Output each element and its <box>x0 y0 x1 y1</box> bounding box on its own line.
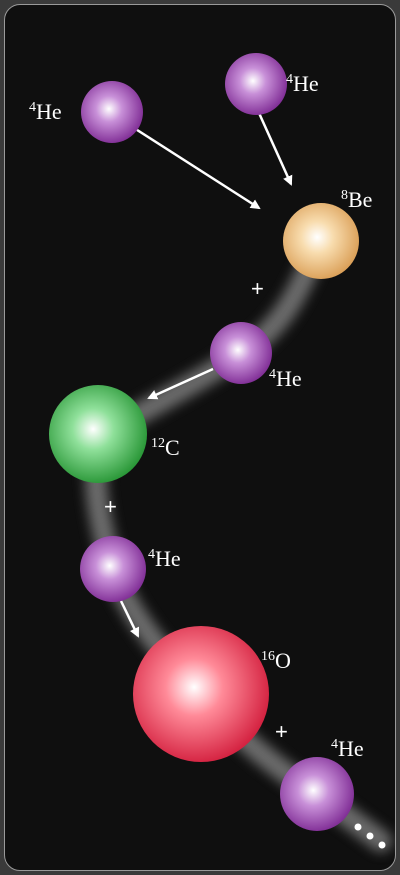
continuation-ellipsis <box>354 823 386 849</box>
arrow-he-top-to-be <box>257 112 293 186</box>
carbon-nucleus <box>49 385 147 483</box>
label-he-top: 4He <box>286 71 319 96</box>
label-c12: 12C <box>151 435 180 460</box>
label-o16: 16O <box>261 648 291 673</box>
beryllium-nucleus <box>283 203 359 279</box>
helium-nucleus-left <box>81 81 143 143</box>
helium-nucleus-mid <box>210 322 272 384</box>
arrow-he-left-to-be <box>133 126 261 210</box>
plus-sign-o-he: + <box>275 719 288 744</box>
helium-nucleus-top <box>225 53 287 115</box>
triple-alpha-diagram: 4He 4He 8Be 4He 12C 4He 16O 4He + + + <box>29 53 392 852</box>
arrow-he-mid-to-c <box>147 367 214 400</box>
label-he-mid: 4He <box>269 366 302 391</box>
label-he-left: 4He <box>29 99 62 124</box>
helium-nucleus-bottom <box>280 757 354 831</box>
plus-sign-c-he: + <box>104 494 117 519</box>
diagram-frame: 4He 4He 8Be 4He 12C 4He 16O 4He + + + <box>4 4 396 871</box>
helium-nucleus-lower <box>80 536 146 602</box>
plus-sign-be-he: + <box>251 276 264 301</box>
oxygen-nucleus <box>133 626 269 762</box>
arrow-he-lower-to-o <box>119 600 140 638</box>
label-he-bottom: 4He <box>331 736 364 761</box>
label-he-lower: 4He <box>148 546 181 571</box>
label-be8: 8Be <box>341 187 372 212</box>
